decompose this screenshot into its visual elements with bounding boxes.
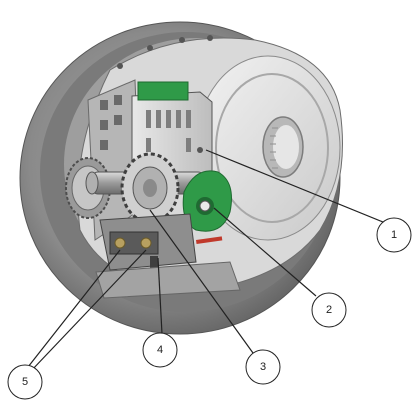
callout-label-4: 4 [157, 344, 163, 356]
adjuster-screw-right [140, 237, 152, 249]
adjuster-screw-left [114, 237, 126, 249]
connector-pin [197, 147, 203, 153]
bottom-base [95, 261, 241, 299]
leader-2 [213, 207, 317, 297]
leader-4 [157, 257, 163, 335]
callout-circle [376, 217, 412, 253]
callout-2: 2 [311, 292, 347, 328]
pcb-strip [137, 81, 189, 101]
leader-5a [27, 249, 121, 368]
hub-bore-inner [273, 125, 299, 169]
leader-1 [205, 149, 384, 223]
callout-label-5: 5 [22, 376, 28, 388]
bolt [207, 35, 213, 41]
encoder-bolt [199, 200, 211, 212]
bolt [117, 63, 123, 69]
disc-ring [215, 73, 329, 223]
bolt [147, 45, 153, 51]
gear-axle-center [143, 179, 157, 197]
red-wire [196, 236, 223, 244]
callout-label-3: 3 [260, 361, 266, 373]
callout-circle [142, 332, 178, 368]
leader-5b [30, 249, 147, 372]
callout-label-1: 1 [391, 229, 397, 241]
callout-5: 5 [7, 364, 43, 400]
bolt [179, 37, 185, 43]
leader-3 [149, 209, 254, 354]
callout-3: 3 [245, 349, 281, 385]
callout-1: 1 [376, 217, 412, 253]
hub-splines [270, 127, 278, 169]
callout-label-2: 2 [326, 304, 332, 316]
bottom-bracket [95, 213, 241, 299]
leader-lines [27, 149, 384, 372]
callout-circle [311, 292, 347, 328]
callout-4: 4 [142, 332, 178, 368]
green-encoder [182, 170, 232, 232]
switch-block-vents [146, 110, 191, 152]
callout-circle [7, 364, 43, 400]
central-gear [120, 152, 180, 224]
brake-disc [195, 55, 341, 241]
frame-holes [100, 95, 122, 150]
shaft-end [85, 171, 99, 195]
callout-circle [245, 349, 281, 385]
